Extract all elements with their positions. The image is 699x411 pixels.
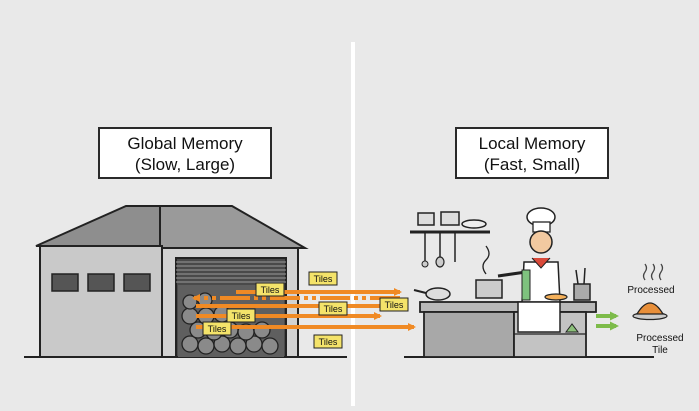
global-memory-title: Global Memory: [127, 134, 243, 153]
tile-tag: Tiles: [226, 308, 256, 323]
tile-tag: Tiles: [308, 271, 338, 286]
svg-text:Tiles: Tiles: [232, 311, 251, 321]
svg-text:Tiles: Tiles: [324, 304, 343, 314]
tile-tag: Tiles: [255, 282, 285, 297]
tile-tag: Tiles: [313, 334, 343, 349]
local-memory-caption: Local Memory (Fast, Small): [455, 127, 609, 179]
local-memory-subtitle: (Fast, Small): [483, 155, 581, 174]
svg-text:Tiles: Tiles: [208, 324, 227, 334]
processed-tile-label-line1: Processed: [636, 333, 683, 344]
svg-text:Tiles: Tiles: [314, 274, 333, 284]
chef-icon: [497, 207, 561, 333]
global-memory-subtitle: (Slow, Large): [134, 155, 236, 174]
cooking-pot-icon: [475, 245, 503, 299]
tile-tag: Tiles: [318, 301, 348, 316]
processed-label: Processed: [627, 285, 674, 296]
global-memory-caption: Global Memory (Slow, Large): [98, 127, 272, 179]
processed-tile-label-line2: Tile: [652, 345, 668, 356]
svg-text:Tiles: Tiles: [385, 300, 404, 310]
svg-text:Tiles: Tiles: [261, 285, 280, 295]
tile-tag: Tiles: [379, 297, 409, 312]
pan-icon: [413, 287, 451, 301]
utensils-icon: [544, 267, 591, 333]
tile-tag: Tiles: [202, 321, 232, 336]
processed-dish-icon: [632, 302, 668, 321]
svg-text:Tiles: Tiles: [319, 337, 338, 347]
steam-icon: [642, 263, 664, 281]
pot-shelf: [410, 211, 490, 268]
local-memory-title: Local Memory: [478, 134, 586, 153]
